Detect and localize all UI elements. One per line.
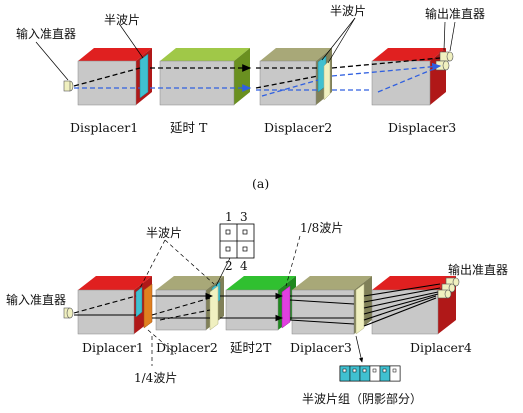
input-collimator-label-a: 输入准直器 bbox=[16, 26, 76, 41]
diagram-b: 1 3 2 4 半波片 bbox=[6, 210, 508, 406]
yellow-plate-b1 bbox=[209, 285, 219, 331]
caption-a: (a) bbox=[252, 176, 269, 191]
grid-number-4: 4 bbox=[240, 259, 248, 273]
collimator-icon bbox=[437, 277, 460, 299]
block-label-displacer3: Displacer3 bbox=[388, 120, 456, 135]
block-label-diplacer3: Diplacer3 bbox=[290, 340, 352, 355]
pointers-b bbox=[139, 235, 301, 366]
block-label-displacer2: Displacer2 bbox=[264, 120, 332, 135]
grid-number-3: 3 bbox=[240, 210, 248, 224]
block-label-diplacer2: Diplacer2 bbox=[156, 340, 218, 355]
eighth-wave-plate-label: 1/8波片 bbox=[300, 221, 343, 235]
yellow-plate-a bbox=[323, 59, 331, 101]
block-label-diplacer4: Diplacer4 bbox=[410, 340, 472, 355]
quarter-wave-plate-b bbox=[143, 283, 153, 329]
halfwave-plate-label-b: 半波片 bbox=[146, 226, 182, 240]
block-label-diplacer1: Diplacer1 bbox=[82, 340, 144, 355]
collimator-icon bbox=[63, 307, 74, 319]
pointers-a bbox=[35, 17, 456, 81]
beams-b bbox=[73, 283, 441, 327]
grid-number-1: 1 bbox=[225, 210, 233, 224]
halfwave-group-label: 半波片组（阴影部分） bbox=[302, 391, 422, 406]
halfwave-plate-label-a2: 半波片 bbox=[330, 4, 366, 18]
halfwave-plate-b1 bbox=[135, 286, 143, 318]
delay-block-a bbox=[159, 48, 250, 106]
block-label-delay-2t: 延时2T bbox=[230, 340, 272, 355]
yellow-plate-b2 bbox=[355, 283, 365, 335]
output-collimator-label-a: 输出准直器 bbox=[425, 6, 485, 21]
halfwave-plate-a1 bbox=[139, 53, 149, 99]
halfwave-group-strip bbox=[339, 335, 401, 382]
block-label-displacer1: Displacer1 bbox=[70, 120, 138, 135]
output-collimator-label-b: 输出准直器 bbox=[448, 262, 508, 277]
grid-number-2: 2 bbox=[225, 259, 233, 273]
quadrant-grid bbox=[215, 223, 255, 287]
diagram-a: 输入准直器 半波片 半波片 输出准直器 Displacer1 延时 T Disp… bbox=[16, 4, 485, 191]
collimator-icon bbox=[63, 80, 74, 92]
input-collimator-label-b: 输入准直器 bbox=[6, 292, 66, 307]
displacer3-block-a bbox=[371, 48, 446, 106]
halfwave-plate-label-a1: 半波片 bbox=[104, 13, 140, 27]
quarter-wave-plate-label: 1/4波片 bbox=[134, 371, 177, 385]
delay-2t-block-b bbox=[225, 276, 296, 331]
block-label-delay-t: 延时 T bbox=[170, 120, 208, 135]
eighth-wave-plate-b bbox=[281, 285, 291, 329]
beams-a bbox=[73, 57, 442, 97]
